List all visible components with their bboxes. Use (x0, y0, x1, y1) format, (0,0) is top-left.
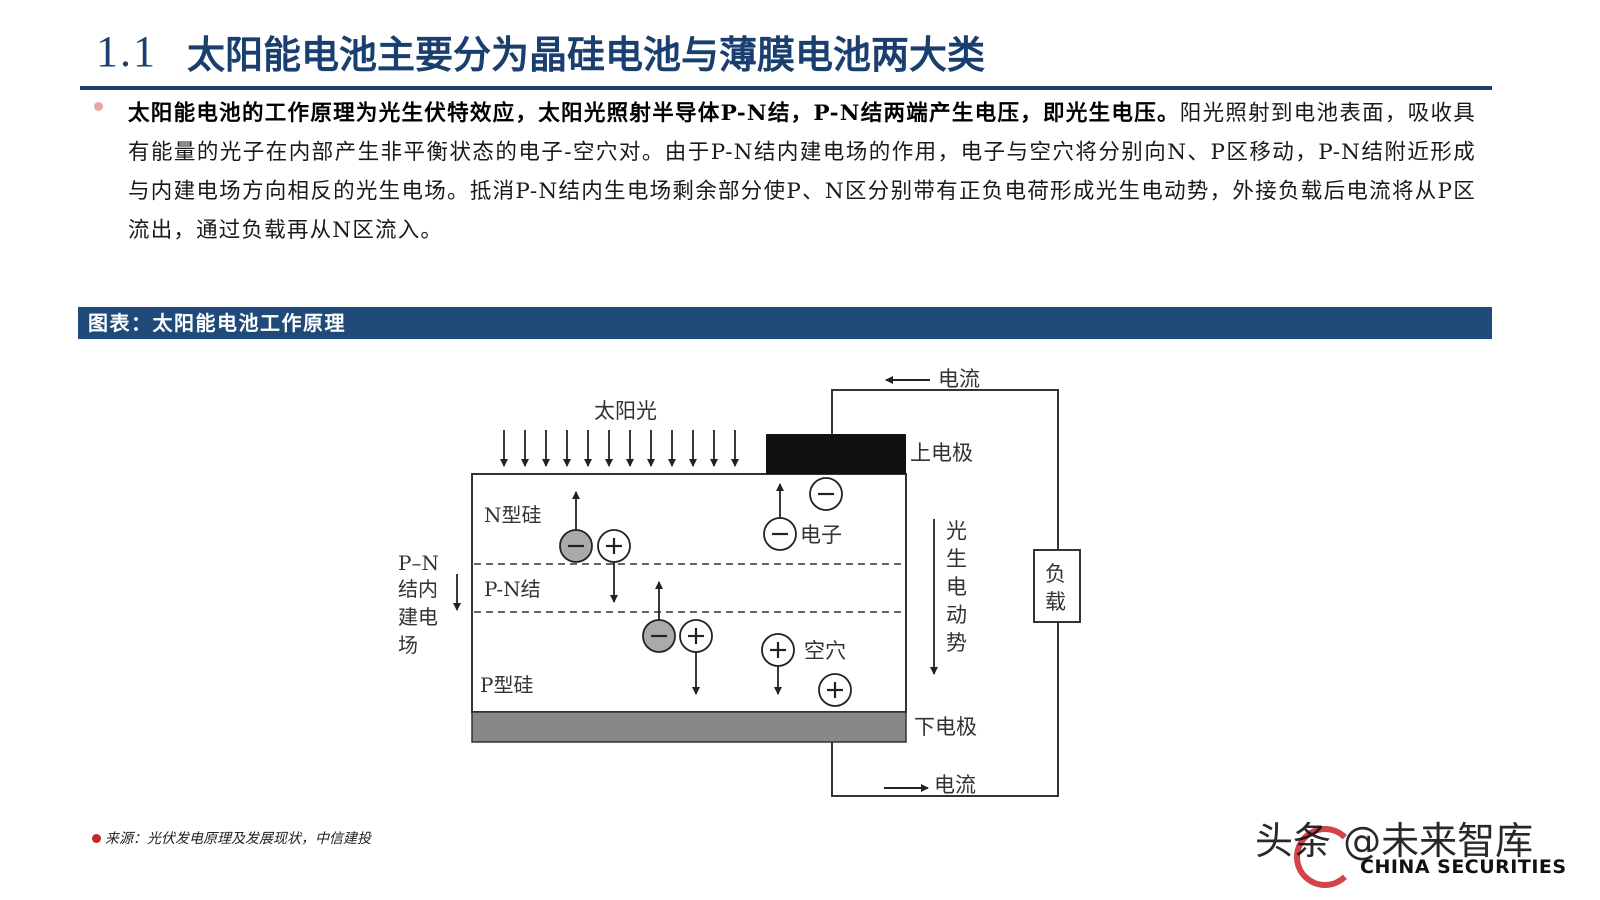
top-electrode-label: 上电极 (910, 441, 973, 465)
builtin-field-label-4: 场 (398, 633, 418, 657)
watermark: 头条 @未来智库 (1255, 819, 1534, 863)
body-paragraph: 太阳能电池的工作原理为光生伏特效应，太阳光照射半导体P-N结，P-N结两端产生电… (128, 94, 1476, 250)
sunlight-arrows (500, 430, 739, 467)
figure-header: 图表：太阳能电池工作原理 (88, 311, 346, 335)
bullet-icon (94, 102, 103, 111)
electron-label: 电子 (800, 523, 842, 547)
cell-body (471, 473, 907, 713)
body-bold-lead: 太阳能电池的工作原理为光生伏特效应，太阳光照射半导体P-N结，P-N结两端产生电… (128, 101, 1180, 126)
pn-junction-label: P-N结 (484, 577, 541, 601)
n-silicon-label: N型硅 (484, 503, 542, 527)
figure-header-bar: 图表：太阳能电池工作原理 (78, 307, 1492, 339)
source-dot-icon (92, 833, 101, 843)
hole-label: 空穴 (804, 639, 846, 663)
builtin-field-label-3: 建电 (398, 605, 438, 629)
title-text: 太阳能电池主要分为晶硅电池与薄膜电池两大类 (187, 32, 986, 77)
body-normal-text: 阳光照射到电池表面，吸收具有能量的光子在内部产生非平衡状态的电子-空穴对。由于P… (128, 101, 1476, 243)
p-silicon-label: P型硅 (480, 673, 533, 697)
page-title: 1.1 太阳能电池主要分为晶硅电池与薄膜电池两大类 (96, 20, 985, 82)
solar-cell-diagram: 电流 电流 负 载 上电极 下电极 太阳光 N型硅 P-N结 P型硅 P–N 结… (398, 367, 1081, 797)
builtin-field-label-1: P–N (398, 551, 439, 575)
photo-emf-label-1: 光 (946, 519, 967, 543)
source-note: 来源：光伏发电原理及发展现状，中信建投 (92, 828, 371, 848)
current-label-top: 电流 (938, 367, 980, 391)
load-label-2: 载 (1045, 590, 1066, 614)
load-box (1033, 549, 1081, 623)
brand-name: CHINA SECURITIES (1360, 856, 1567, 878)
bottom-electrode-label: 下电极 (914, 715, 977, 739)
photo-emf-label-2: 生 (946, 547, 967, 571)
sunlight-label: 太阳光 (594, 399, 657, 423)
top-electrode (766, 434, 906, 474)
section-number: 1.1 (96, 26, 157, 76)
photo-emf-label-4: 动 (946, 603, 967, 627)
source-text: 来源：光伏发电原理及发展现状，中信建投 (105, 831, 371, 847)
bottom-electrode (471, 711, 907, 743)
photo-emf-label-3: 电 (946, 575, 967, 599)
current-label-bottom: 电流 (934, 773, 976, 797)
photo-emf-label-5: 势 (946, 631, 967, 655)
title-divider (80, 86, 1492, 90)
builtin-field-label-2: 结内 (398, 577, 438, 601)
china-securities-logo-icon (1294, 826, 1356, 888)
load-label-1: 负 (1045, 562, 1066, 586)
